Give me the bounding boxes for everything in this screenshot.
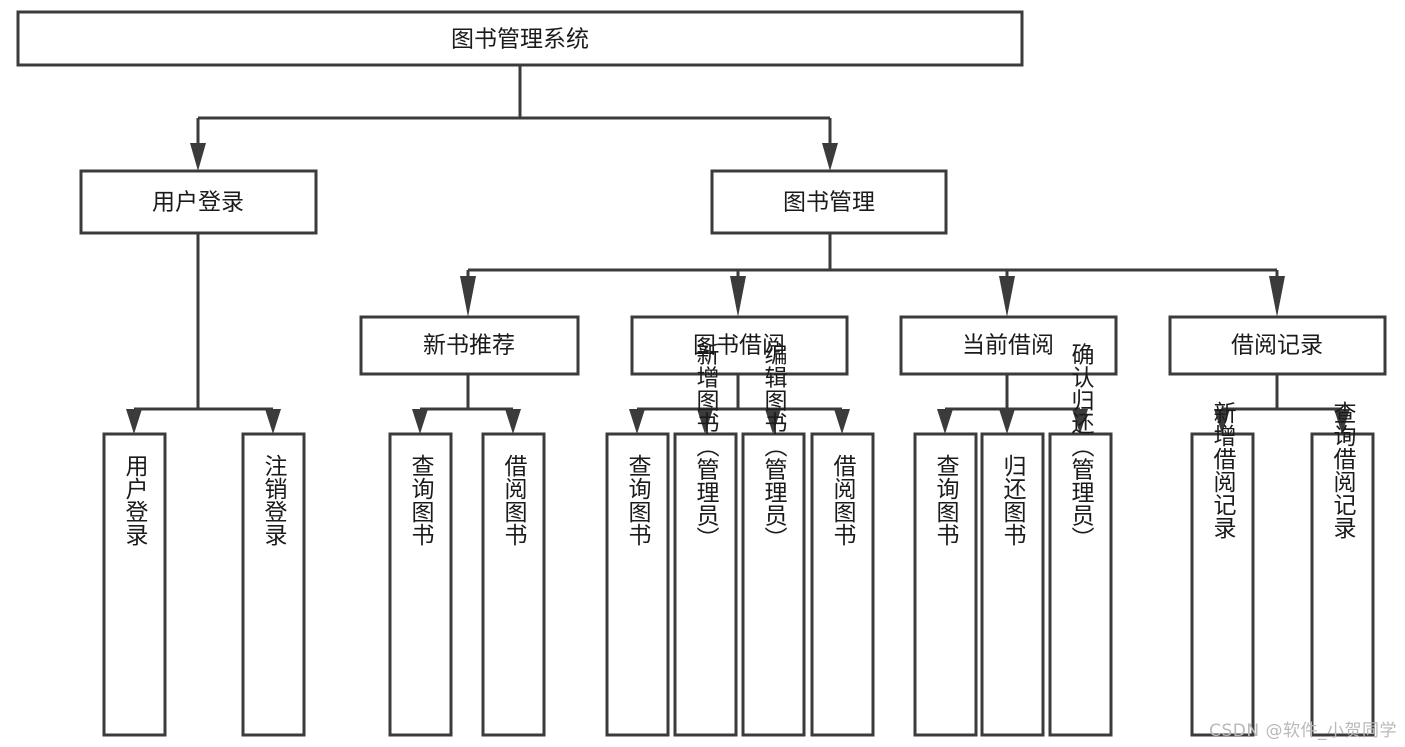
node-new-book-recommendation-box — [359, 315, 580, 376]
node-book-borrowing[interactable]: 图书借阅 — [630, 315, 849, 376]
node-leaf-add-borrowing-record-label: 新增借阅记录 — [1209, 401, 1237, 539]
node-new-book-recommendation[interactable]: 新书推荐 — [359, 315, 580, 376]
node-leaf-edit-book-admin[interactable]: 编辑图书（管理员） — [741, 343, 806, 737]
node-leaf-edit-book-admin-label: 编辑图书（管理员） — [760, 343, 788, 550]
node-book-borrowing-box — [630, 315, 849, 376]
node-leaf-add-book-admin[interactable]: 新增图书（管理员） — [673, 343, 738, 737]
arrow-head-leaf-borrow-book-b — [834, 409, 850, 434]
arrow-head-leaf-confirm-return — [1072, 409, 1088, 434]
node-current-borrowing[interactable]: 当前借阅 — [899, 315, 1118, 376]
node-leaf-query-book-borrowing-box — [605, 432, 670, 737]
arrow-head-new-book-rec — [460, 276, 476, 317]
node-leaf-borrow-book-borrowing[interactable]: 借阅图书 — [810, 432, 875, 737]
arrow-head-book-mgmt — [822, 143, 838, 171]
node-leaf-confirm-return-admin-label: 确认归还（管理员） — [1067, 343, 1095, 550]
arrow-head-leaf-query-book-c — [937, 409, 953, 434]
node-leaf-borrow-book-borrowing-box — [810, 432, 875, 737]
node-borrowing-record-box — [1168, 315, 1387, 376]
node-leaf-user-login-box — [102, 432, 167, 737]
node-leaf-query-borrowing-record-label: 查询借阅记录 — [1329, 401, 1357, 539]
arrow-head-leaf-add-record — [1214, 409, 1230, 434]
arrow-head-leaf-query-book-b — [629, 409, 645, 434]
node-leaf-query-book-recommendation-label: 查询图书 — [407, 454, 435, 546]
node-leaf-query-borrowing-record-box — [1310, 432, 1375, 737]
node-book-management-box — [710, 169, 948, 235]
node-root-box — [16, 10, 1024, 67]
node-user-login-box — [79, 169, 318, 235]
node-leaf-query-book-borrowing[interactable]: 查询图书 — [605, 432, 670, 737]
node-leaf-logout-label: 注销登录 — [260, 454, 288, 546]
node-current-borrowing-box — [899, 315, 1118, 376]
arrow-head-user-login — [190, 143, 206, 171]
node-borrowing-record[interactable]: 借阅记录 — [1168, 315, 1387, 376]
arrow-head-leaf-add-book — [697, 409, 713, 434]
arrow-head-leaf-query-book-a — [412, 409, 428, 434]
node-user-login-label: 用户登录 — [152, 190, 244, 216]
node-leaf-borrow-book-recommendation-box — [481, 432, 546, 737]
node-leaf-add-borrowing-record[interactable]: 新增借阅记录 — [1190, 401, 1255, 737]
node-leaf-user-login[interactable]: 用户登录 — [102, 432, 167, 737]
node-leaf-query-book-current[interactable]: 查询图书 — [913, 432, 978, 737]
node-book-management[interactable]: 图书管理 — [710, 169, 948, 235]
node-root-book-management-system[interactable]: 图书管理系统 — [16, 10, 1024, 67]
node-book-management-label: 图书管理 — [783, 190, 875, 216]
node-leaf-return-book[interactable]: 归还图书 — [980, 432, 1045, 737]
node-leaf-query-book-borrowing-label: 查询图书 — [624, 454, 652, 546]
arrow-head-book-borrow — [730, 276, 746, 317]
node-leaf-edit-book-admin-box — [741, 432, 806, 737]
arrow-head-leaf-query-record — [1334, 409, 1350, 434]
node-leaf-borrow-book-recommendation[interactable]: 借阅图书 — [481, 432, 546, 737]
node-leaf-query-book-current-label: 查询图书 — [932, 454, 960, 546]
arrow-head-leaf-edit-book — [765, 409, 781, 434]
node-leaf-confirm-return-admin-box — [1048, 432, 1113, 737]
node-leaf-logout-box — [241, 432, 306, 737]
node-book-borrowing-label: 图书借阅 — [693, 333, 785, 359]
node-leaf-query-book-recommendation[interactable]: 查询图书 — [388, 432, 453, 737]
node-root-label: 图书管理系统 — [451, 27, 589, 53]
node-leaf-query-book-current-box — [913, 432, 978, 737]
node-leaf-add-borrowing-record-box — [1190, 432, 1255, 737]
node-leaf-user-login-label: 用户登录 — [121, 454, 149, 546]
arrow-head-leaf-logout — [265, 409, 281, 434]
connector-layer — [126, 65, 1350, 434]
arrow-head-borrow-record — [1269, 276, 1285, 317]
node-leaf-add-book-admin-label: 新增图书（管理员） — [692, 343, 720, 550]
node-leaf-borrow-book-recommendation-label: 借阅图书 — [500, 454, 528, 546]
node-leaf-query-book-recommendation-box — [388, 432, 453, 737]
arrow-head-current-borrow — [999, 276, 1015, 317]
node-user-login[interactable]: 用户登录 — [79, 169, 318, 235]
arrow-head-leaf-borrow-book-a — [505, 409, 521, 434]
node-new-book-recommendation-label: 新书推荐 — [423, 333, 515, 359]
arrow-head-leaf-user-login — [126, 409, 142, 434]
node-borrowing-record-label: 借阅记录 — [1231, 333, 1323, 359]
node-leaf-query-borrowing-record[interactable]: 查询借阅记录 — [1310, 401, 1375, 737]
node-leaf-add-book-admin-box — [673, 432, 738, 737]
node-leaf-return-book-label: 归还图书 — [999, 454, 1027, 546]
node-leaf-confirm-return-admin[interactable]: 确认归还（管理员） — [1048, 343, 1113, 737]
node-leaf-borrow-book-borrowing-label: 借阅图书 — [829, 454, 857, 546]
node-current-borrowing-label: 当前借阅 — [962, 333, 1054, 359]
arrow-head-leaf-return-book — [999, 409, 1015, 434]
node-leaf-return-book-box — [980, 432, 1045, 737]
node-leaf-logout[interactable]: 注销登录 — [241, 432, 306, 737]
